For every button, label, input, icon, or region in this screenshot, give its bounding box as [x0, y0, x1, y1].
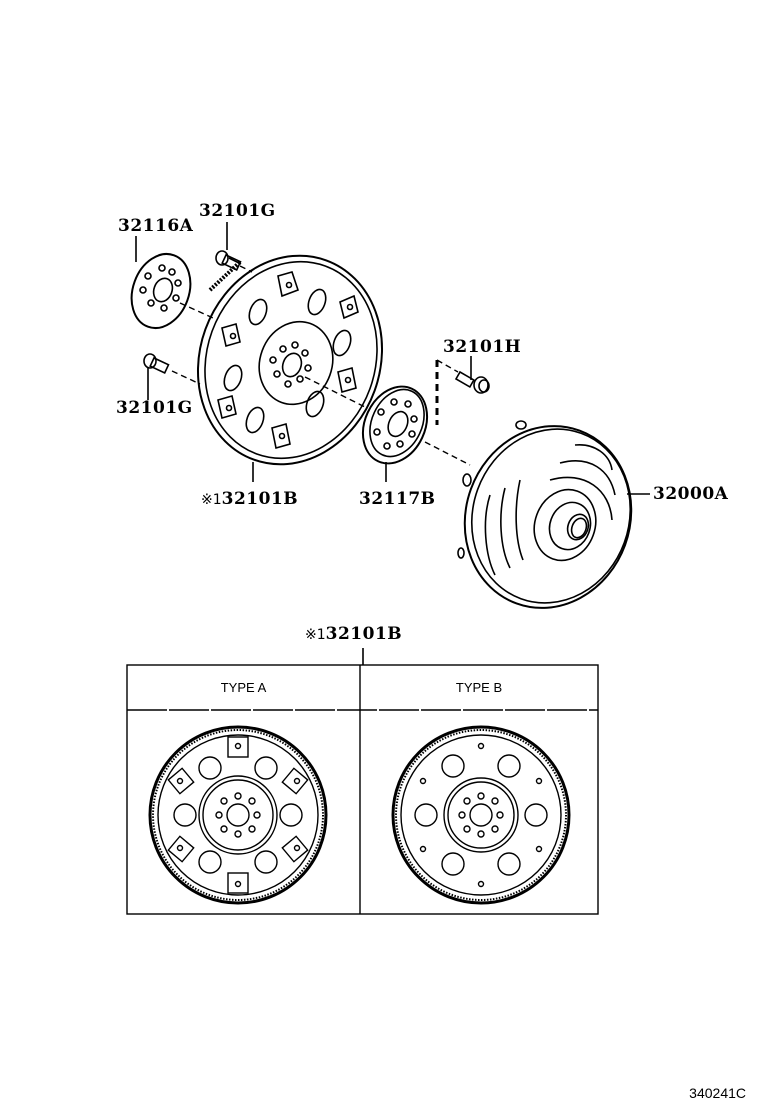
type-a-drive-plate: [148, 725, 328, 905]
callout-32101B-text: 32101B: [221, 489, 299, 509]
document-code: 340241C: [689, 1085, 746, 1101]
note-mark: ※1: [201, 492, 222, 508]
bolt-32101H: [454, 370, 490, 394]
callout-32101B: ※132101B: [201, 491, 298, 508]
type-b-label: TYPE B: [455, 680, 503, 695]
variants-header-text: 32101B: [325, 624, 403, 644]
torque-converter-32000A: [457, 420, 633, 609]
callout-32101H: 32101H: [443, 337, 522, 357]
spacer-plate-32117B: [361, 385, 429, 465]
callout-32101G-top: 32101G: [199, 201, 276, 221]
type-a-label: TYPE A: [220, 680, 267, 695]
callout-32117B: 32117B: [359, 489, 436, 509]
bolt-32101G-left: [143, 353, 170, 374]
callout-32101G-left: 32101G: [116, 398, 193, 418]
drive-plate-32101B: [196, 254, 384, 466]
variants-table: [126, 664, 599, 915]
variants-header: ※132101B: [305, 626, 402, 643]
spacer-plate-32116A: [130, 253, 192, 329]
note-mark: ※1: [305, 627, 326, 643]
callout-32116A: 32116A: [118, 216, 194, 236]
type-b-drive-plate: [391, 725, 571, 905]
callout-32000A: 32000A: [653, 484, 729, 504]
